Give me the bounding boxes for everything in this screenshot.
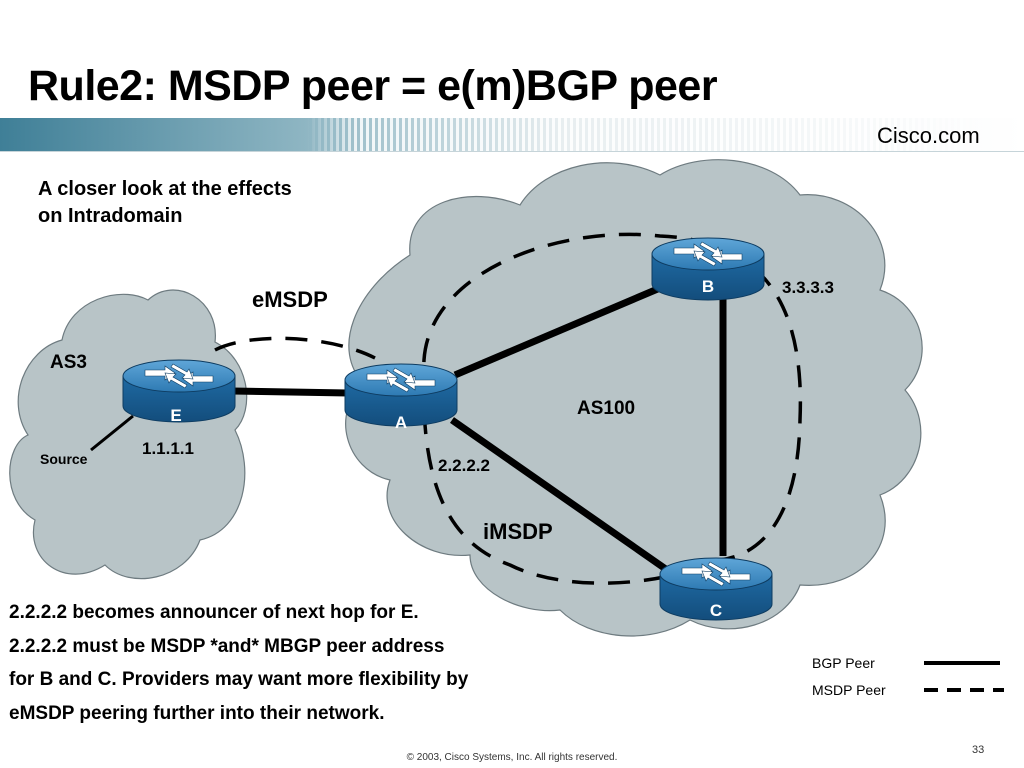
router-e-label: E [170,406,181,425]
as3-label: AS3 [50,352,87,373]
bgp-link-a-b [453,284,662,379]
legend-bgp-label: BGP Peer [812,655,875,671]
router-e[interactable]: E [122,359,236,425]
header-stripe-bar [0,118,1024,152]
bgp-link-e-a [231,387,349,397]
explanation-notes: 2.2.2.2 becomes announcer of next hop fo… [9,596,468,730]
legend-bgp-peer: BGP Peer [812,655,922,671]
as100-label: AS100 [577,398,636,419]
source-link [90,414,134,452]
page-number: 33 [972,744,985,756]
router-a-label: A [395,413,407,432]
subtitle-line-2: on Intradomain [38,205,183,227]
note-line-3: for B and C. Providers may want more fle… [9,669,469,690]
emsdp-label: eMSDP [252,287,328,312]
legend-msdp-peer: MSDP Peer [812,682,922,698]
slide-subtitle: A closer look at the effects on Intradom… [38,176,292,230]
bgp-link-a-c [449,417,673,575]
note-line-4: eMSDP peering further into their network… [9,702,385,724]
legend-msdp-label: MSDP Peer [812,682,886,698]
address-e-label: 1.1.1.1 [142,439,194,458]
imsdp-peer-dashed-ring [421,232,803,585]
address-a-label: 2.2.2.2 [438,456,490,475]
address-b-label: 3.3.3.3 [782,278,834,297]
router-b[interactable]: B [651,237,765,301]
imsdp-label: iMSDP [483,519,553,544]
router-c-label: C [710,601,722,620]
subtitle-line-1: A closer look at the effects [38,178,292,200]
router-c[interactable]: C [659,557,773,621]
as3-cloud [9,289,248,580]
note-line-2: 2.2.2.2 must be MSDP *and* MBGP peer add… [9,635,445,657]
emsdp-peer-dashed-arc [214,336,376,360]
note-line-1: 2.2.2.2 becomes announcer of next hop fo… [9,602,419,623]
router-a[interactable]: A [344,363,458,432]
slide-title: Rule2: MSDP peer = e(m)BGP peer [28,62,718,110]
copyright-footer: © 2003, Cisco Systems, Inc. All rights r… [406,752,618,763]
source-label: Source [40,451,88,467]
cisco-brand-logo: Cisco.com [877,123,980,148]
router-b-label: B [702,277,714,296]
